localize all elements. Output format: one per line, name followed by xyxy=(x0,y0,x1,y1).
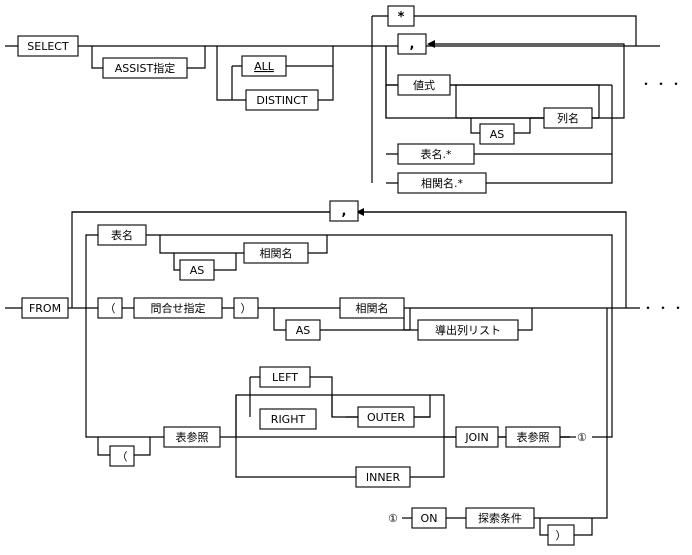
assist-box: ASSIST指定 xyxy=(102,57,188,79)
search-cond-label: 探索条件 xyxy=(478,511,522,525)
derived-cols-box: 導出列リスト xyxy=(417,319,519,341)
corr-star-label: 相関名.* xyxy=(421,176,463,190)
query-box: 問合せ指定 xyxy=(133,297,223,319)
corr-name2-label: 相関名 xyxy=(356,301,389,315)
join-box: JOIN xyxy=(455,426,499,448)
continuation-marker-in: ① xyxy=(388,512,398,525)
all-box: ALL xyxy=(241,55,287,77)
from-keyword-box: FROM xyxy=(21,297,69,319)
derived-cols-label: 導出列リスト xyxy=(435,323,501,337)
continuation-marker-out: ① xyxy=(577,431,587,444)
left-box: LEFT xyxy=(259,366,311,388)
distinct-box: DISTINCT xyxy=(245,89,319,111)
select-lines xyxy=(5,15,660,184)
select-keyword-box: SELECT xyxy=(17,35,79,57)
right-label: RIGHT xyxy=(271,413,306,426)
rparen2-label: ） xyxy=(556,529,567,542)
star-label: * xyxy=(398,10,405,25)
search-cond-box: 探索条件 xyxy=(465,507,535,529)
from-keyword: FROM xyxy=(29,302,61,315)
lparen2-box: （ xyxy=(109,445,135,467)
column-name-label: 列名 xyxy=(557,111,579,125)
query-label: 問合せ指定 xyxy=(151,301,206,315)
from-as1-label: AS xyxy=(190,264,205,277)
inner-label: INNER xyxy=(366,471,401,484)
inner-box: INNER xyxy=(355,466,411,488)
table-ref-box: 表参照 xyxy=(163,426,221,448)
star-box: * xyxy=(387,5,415,27)
select-continuation: ・・・ xyxy=(640,77,685,91)
select-keyword: SELECT xyxy=(27,40,69,53)
rparen2-box: ） xyxy=(547,524,575,546)
table-ref2-label: 表参照 xyxy=(517,430,550,444)
from-continuation: ・・・ xyxy=(642,301,687,315)
corr-name1-label: 相関名 xyxy=(260,246,293,260)
table-name-box: 表名 xyxy=(97,224,147,246)
table-ref2-box: 表参照 xyxy=(505,426,561,448)
assist-label: ASSIST指定 xyxy=(115,61,175,75)
select-as-label: AS xyxy=(490,128,505,141)
from-comma-box: , xyxy=(329,200,359,222)
column-name-box: 列名 xyxy=(543,107,593,129)
value-expr-box: 値式 xyxy=(397,74,451,96)
outer-box: OUTER xyxy=(357,406,415,428)
left-label: LEFT xyxy=(272,371,298,384)
value-expr-label: 値式 xyxy=(413,79,435,92)
lparen-label: （ xyxy=(105,302,116,315)
table-star-label: 表名.* xyxy=(421,147,452,161)
select-comma-box: , xyxy=(397,33,427,55)
from-as2-box: AS xyxy=(285,319,321,341)
select-as-box: AS xyxy=(479,123,515,145)
on-box: ON xyxy=(411,507,447,529)
from-comma-label: , xyxy=(342,204,347,219)
lparen2-label: （ xyxy=(117,450,128,463)
on-label: ON xyxy=(421,512,438,525)
corr-name1-box: 相関名 xyxy=(243,242,309,264)
corr-star-box: 相関名.* xyxy=(397,172,487,194)
from-as1-box: AS xyxy=(179,259,215,281)
from-loop-arrowhead-icon xyxy=(356,208,364,216)
corr-name2-box: 相関名 xyxy=(339,297,405,319)
table-ref-label: 表参照 xyxy=(176,430,209,444)
rparen-label: ） xyxy=(241,302,252,315)
join-label: JOIN xyxy=(464,431,488,444)
lparen-box: （ xyxy=(97,297,123,319)
distinct-label: DISTINCT xyxy=(256,94,308,107)
loop-arrowhead-icon xyxy=(427,40,435,48)
outer-label: OUTER xyxy=(367,411,405,424)
table-name-label: 表名 xyxy=(111,228,133,242)
from-as2-label: AS xyxy=(296,324,311,337)
select-comma-label: , xyxy=(410,37,415,52)
table-star-box: 表名.* xyxy=(397,143,475,165)
right-box: RIGHT xyxy=(259,408,317,430)
from-lines xyxy=(5,208,640,536)
all-label: ALL xyxy=(254,60,275,73)
rparen-box: ） xyxy=(233,297,259,319)
